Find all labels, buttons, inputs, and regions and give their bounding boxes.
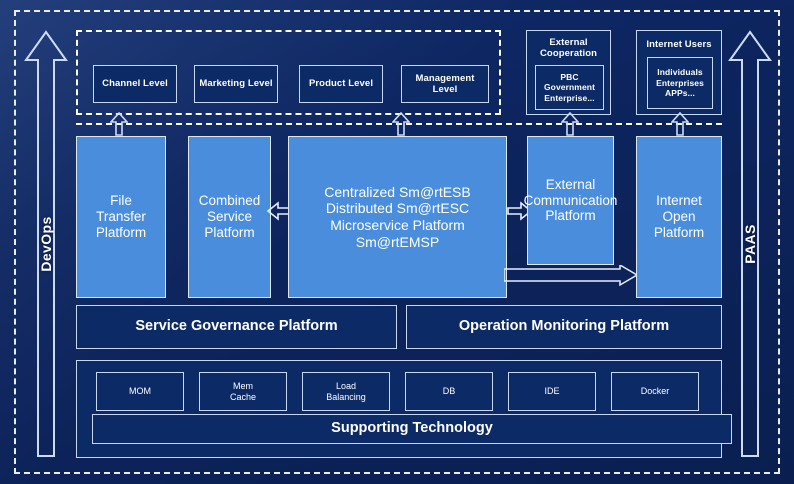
internet-users-inner: Individuals Enterprises APPs... [647,57,713,109]
platform-combined-service[interactable]: Combined Service Platform [188,136,271,298]
business-levels-group [76,30,501,115]
tech-box-mem-cache[interactable]: Mem Cache [199,372,287,411]
platform-file-transfer-line-2: Transfer [96,209,146,225]
devops-arrow: DevOps [24,28,68,460]
supporting-technology-banner[interactable]: Supporting Technology [92,414,732,444]
platform-file-transfer-line-3: Platform [95,224,147,240]
platform-internet-open[interactable]: Internet Open Platform [636,136,722,298]
flow-arrow-up-internet-open [671,112,689,136]
service-governance-platform-label: Service Governance Platform [135,318,338,335]
tech-label-ide: IDE [544,386,560,397]
platform-core-bus[interactable]: Centralized Sm@rtESB Distributed Sm@rtES… [288,136,507,298]
external-cooperation-inner-line-1: PBC Government [543,71,596,93]
tech-label-mom: MOM [129,386,151,397]
tech-box-mom[interactable]: MOM [96,372,184,411]
level-label-product: Product Level [308,78,374,90]
platform-external-communication[interactable]: External Communication Platform [524,136,617,265]
flow-arrow-up-external-communication [561,112,579,136]
level-box-product[interactable]: Product Level [299,65,383,103]
platform-core-bus-line-3: Microservice Platform Sm@rtEMSP [330,217,465,250]
external-cooperation-title: External Cooperation [539,36,598,59]
platform-file-transfer-line-1: File [110,193,132,209]
devops-arrow-label: DevOps [38,216,54,272]
paas-arrow: PAAS [728,28,772,460]
tech-label-load-balancing-2: Balancing [326,391,366,402]
service-governance-platform[interactable]: Service Governance Platform [76,305,397,349]
internet-users-inner-line-3: APPs... [665,88,695,99]
operation-monitoring-platform-label: Operation Monitoring Platform [458,318,670,335]
platform-external-communication-line-3: Platform [545,208,596,224]
tech-box-docker[interactable]: Docker [611,372,699,411]
level-box-channel[interactable]: Channel Level [93,65,177,103]
internet-users-box[interactable]: Internet Users Individuals Enterprises A… [636,30,722,115]
platform-core-bus-line-2: Distributed Sm@rtESC [325,200,470,217]
tech-label-mem-cache-2: Cache [229,391,256,402]
supporting-technology-banner-label: Supporting Technology [331,420,493,437]
platform-file-transfer[interactable]: File Transfer Platform [76,136,166,298]
platform-internet-open-line-3: Platform [653,224,705,240]
platform-combined-service-line-2: Service [206,209,252,225]
level-label-management: Management Level [415,72,475,95]
platform-combined-service-line-1: Combined [198,193,261,209]
level-box-marketing[interactable]: Marketing Level [194,65,278,103]
external-cooperation-box[interactable]: External Cooperation PBC Government Ente… [526,30,611,115]
external-cooperation-inner: PBC Government Enterprise... [535,65,604,110]
tech-box-load-balancing[interactable]: Load Balancing [302,372,390,411]
level-box-management[interactable]: Management Level [401,65,489,103]
connector-arrow-right-core-to-external [507,200,533,222]
platform-combined-service-line-3: Platform [204,224,255,240]
tech-label-mem-cache-1: Mem [232,380,253,391]
platform-internet-open-line-1: Internet [656,193,702,209]
platform-external-communication-line-2: Communication [523,192,618,208]
platform-external-communication-line-1: External [545,176,596,192]
connector-arrow-core-to-internet-open [504,265,638,287]
tech-label-load-balancing-1: Load [335,380,357,391]
platform-core-bus-line-1: Centralized Sm@rtESB [324,183,471,200]
tech-box-ide[interactable]: IDE [508,372,596,411]
level-label-channel: Channel Level [102,78,168,90]
internet-users-inner-line-2: Enterprises [656,77,704,88]
flow-arrow-up-core-bus [392,112,410,136]
operation-monitoring-platform[interactable]: Operation Monitoring Platform [406,305,722,349]
tech-box-db[interactable]: DB [405,372,493,411]
tech-label-db: DB [442,386,456,397]
level-label-marketing: Marketing Level [199,78,273,90]
flow-arrow-up-file-transfer [110,112,128,136]
tech-label-docker: Docker [640,386,670,397]
external-cooperation-inner-line-2: Enterprise... [544,92,595,103]
paas-arrow-label: PAAS [742,224,758,264]
platform-internet-open-line-2: Open [662,209,696,225]
internet-users-title: Internet Users [646,38,712,50]
layer-separator-dashed [76,123,722,125]
internet-users-inner-line-1: Individuals [657,67,703,78]
